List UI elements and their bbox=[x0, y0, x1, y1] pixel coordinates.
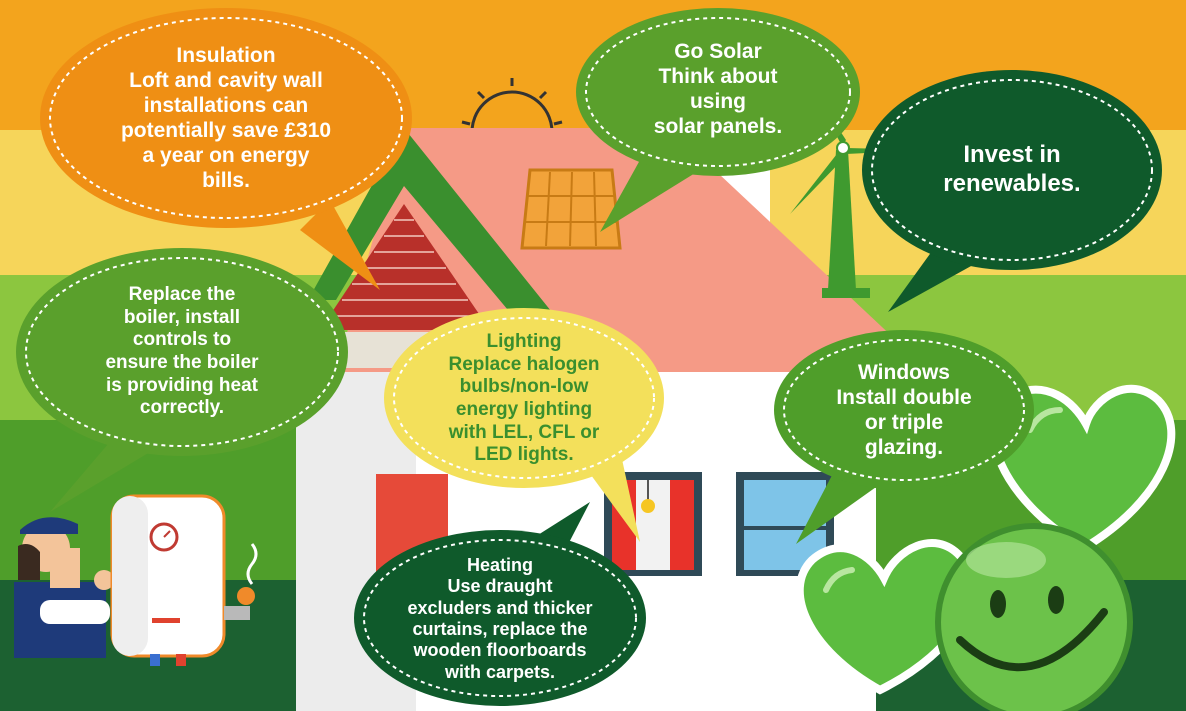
lighting-text: Lighting Replace halogen bulbs/non-low e… bbox=[448, 331, 600, 466]
windows-bubble bbox=[774, 330, 1034, 544]
lighting-bubble bbox=[384, 308, 664, 542]
heating-bubble bbox=[354, 502, 646, 706]
solar-panel-icon bbox=[520, 168, 622, 250]
wind-turbine-icon bbox=[790, 82, 930, 298]
windows-text: Windows Install double or triple glazing… bbox=[836, 361, 972, 459]
solar-text: Go Solar Think about using solar panels. bbox=[653, 40, 783, 138]
lamp-icon bbox=[641, 480, 655, 513]
renewables-text: Invest in renewables. bbox=[943, 141, 1081, 197]
boiler-text: Replace the boiler, install controls to … bbox=[105, 284, 259, 419]
steam-icon bbox=[246, 543, 258, 585]
boiler-tip: Replace the boiler, install controls to … bbox=[36, 272, 328, 432]
boiler-bubble bbox=[16, 248, 348, 512]
roof bbox=[336, 128, 930, 372]
insulation-tip: Insulation Loft and cavity wall installa… bbox=[56, 34, 396, 204]
brick-gable-icon bbox=[320, 204, 490, 330]
renewables-bubble bbox=[862, 70, 1162, 312]
plumber-icon bbox=[14, 517, 114, 658]
sun-icon bbox=[461, 78, 563, 133]
water-heater-icon bbox=[110, 494, 255, 666]
solar-bubble bbox=[576, 8, 860, 232]
lighting-tip: Lighting Replace halogen bulbs/non-low e… bbox=[404, 322, 644, 476]
renewables-tip: Invest in renewables. bbox=[890, 120, 1134, 220]
heating-text: Heating Use draught excluders and thicke… bbox=[407, 554, 593, 682]
insulation-text: Insulation Loft and cavity wall installa… bbox=[120, 44, 332, 192]
solar-tip: Go Solar Think about using solar panels. bbox=[600, 30, 836, 150]
windows-tip: Windows Install double or triple glazing… bbox=[790, 352, 1018, 470]
heating-tip: Heating Use draught excluders and thicke… bbox=[366, 544, 634, 694]
smiley-icon bbox=[935, 523, 1133, 711]
insulation-bubble bbox=[40, 8, 412, 290]
